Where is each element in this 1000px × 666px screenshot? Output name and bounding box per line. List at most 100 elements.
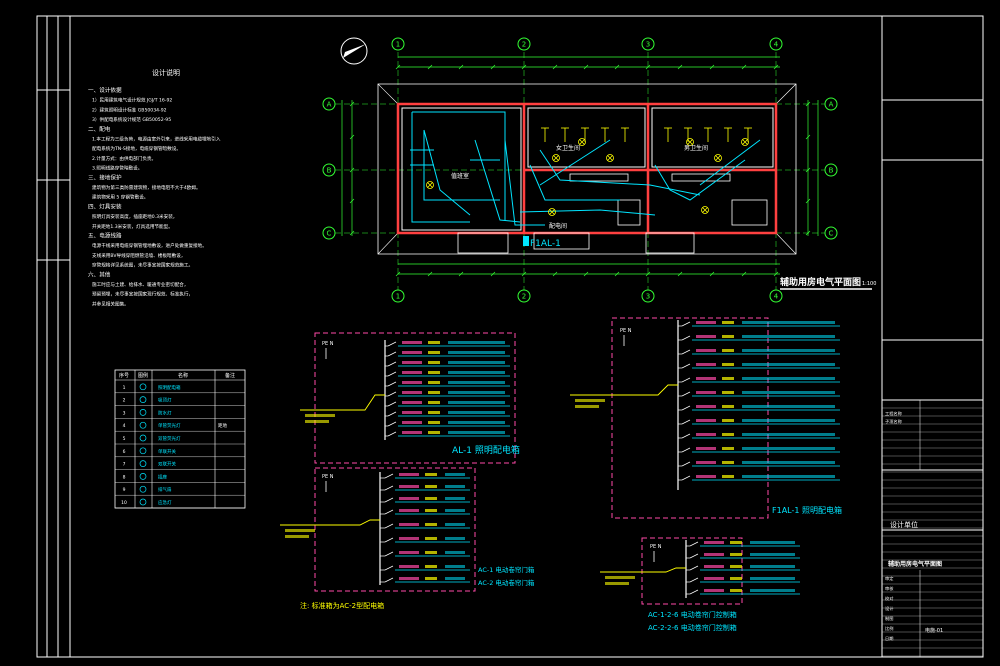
- axis-label: 3: [646, 293, 650, 301]
- title-block-drawing-no: 电施-01: [925, 627, 943, 634]
- svg-text:PE N: PE N: [620, 328, 632, 334]
- legend-row-name: 单管荧光灯: [158, 422, 181, 429]
- legend-row-index: 3: [123, 410, 126, 416]
- ceiling-light-icon: [701, 206, 709, 214]
- ac1-label: AC-1 电动卷帘门箱: [478, 565, 535, 574]
- design-note-line: 二、配电: [88, 125, 111, 133]
- plan-title: 辅助用房电气平面图: [780, 276, 861, 288]
- ac2-label: AC-2 电动卷帘门箱: [478, 578, 535, 587]
- legend-row-index: 7: [123, 462, 126, 468]
- ac-panel-schematic: PE N AC-1 电动卷帘门箱 AC-2 电动卷帘门箱 注: 标准箱为AC-2…: [280, 467, 535, 610]
- title-block-label: 校对: [885, 595, 893, 602]
- room-label: 男卫生间: [684, 144, 708, 152]
- legend-row-index: 6: [123, 449, 126, 455]
- axis-bubble: [769, 289, 783, 303]
- axis-bubble: [824, 226, 838, 240]
- al1-label: AL-1 照明配电箱: [452, 444, 520, 456]
- design-note-line: 并参见相关图集。: [92, 300, 129, 307]
- axis-label: 4: [774, 41, 779, 49]
- svg-text:PE N: PE N: [650, 544, 662, 550]
- design-note-line: 五、电源线路: [88, 232, 122, 240]
- al1-panel-schematic: PE N AL-1 照明配电箱: [300, 332, 520, 464]
- legend-row-index: 5: [123, 436, 126, 442]
- axis-label: A: [829, 101, 834, 109]
- axis-label: 3: [646, 41, 650, 49]
- legend-row-index: 1: [123, 385, 126, 391]
- design-note-line: 六、其他: [88, 270, 111, 278]
- legend-row-name: 单联开关: [158, 448, 176, 455]
- design-note-line: 一、设计依据: [88, 86, 122, 94]
- design-note-line: 开关距地1.3米安装，灯具选用节能型。: [92, 223, 173, 230]
- axis-label: 2: [522, 41, 526, 49]
- axis-label: C: [327, 230, 332, 238]
- design-note-line: 1.本工程为三级负荷，电源由室外引来，进线采用电缆埋地引入: [92, 136, 221, 143]
- title-block-label: 制图: [885, 615, 893, 622]
- axis-bubble: [769, 37, 783, 51]
- axis-label: 4: [774, 293, 779, 301]
- legend-row-name: 照明配电箱: [158, 384, 181, 391]
- design-note-line: 照明灯具安装高度，插座距地0.3米安装，: [92, 213, 177, 220]
- design-note-line: 3）供配电系统设计规范 GB50052-95: [92, 116, 171, 123]
- axis-label: 1: [396, 41, 400, 49]
- axis-bubble: [641, 289, 655, 303]
- title-block-company: 设计单位: [890, 520, 918, 529]
- north-arrow-icon: [340, 37, 368, 65]
- axis-label: 1: [396, 293, 400, 301]
- design-note-line: 配电系统为TN-S接地，电缆穿钢管暗敷设。: [92, 145, 181, 152]
- ac-control-box-schematic: PE N AC-1-2-6 电动卷帘门控制箱 AC-2-2-6 电动卷帘门控制箱: [600, 537, 800, 632]
- legend-symbol-icon: [139, 460, 147, 467]
- ceiling-light-icon: [714, 154, 722, 162]
- ceiling-light-icon: [578, 138, 586, 146]
- title-block-label: 审核: [885, 585, 894, 592]
- axis-bubble: [517, 37, 531, 51]
- svg-text:PE N: PE N: [322, 341, 334, 347]
- axis-bubble: [824, 163, 838, 177]
- axis-label: C: [829, 230, 834, 238]
- design-note-line: 穿管规格详见系统图，未尽事宜按国家规范施工。: [92, 262, 193, 269]
- legend-row-name: 排气扇: [158, 486, 172, 493]
- ceiling-light-icon: [686, 138, 694, 146]
- legend-row-name: 应急灯: [158, 499, 172, 506]
- legend-row-name: 双管荧光灯: [158, 435, 181, 442]
- legend-row-name: 双联开关: [158, 461, 176, 468]
- legend-row-index: 2: [123, 398, 126, 404]
- axis-label: 2: [522, 293, 526, 301]
- legend-header: 序号: [119, 372, 129, 379]
- axis-bubble: [824, 97, 838, 111]
- legend-header: 名称: [178, 372, 188, 379]
- ceiling-light-icon: [426, 181, 434, 189]
- design-note-line: 2.计量方式：由供电部门负责。: [92, 155, 156, 162]
- ceiling-light-icon: [548, 208, 556, 216]
- room-label: 值班室: [451, 172, 469, 180]
- legend-symbol-icon: [139, 485, 147, 493]
- title-block-label: 日期: [885, 636, 893, 642]
- f1al1-panel-schematic: PE N F1AL-1 照明配电箱: [570, 317, 842, 519]
- ceiling-light-icon: [606, 154, 614, 162]
- axis-label: B: [829, 167, 834, 175]
- legend-row-name: 吸顶灯: [158, 397, 172, 404]
- axis-label: B: [327, 167, 332, 175]
- title-block-label: 设计: [885, 605, 893, 612]
- axis-bubble: [517, 289, 531, 303]
- design-note-line: 支线采用BV导线穿阻燃管沿墙、楼板暗敷设，: [92, 252, 185, 259]
- axis-bubble: [322, 226, 336, 240]
- ac-note: 注: 标准箱为AC-2型配电箱: [300, 601, 384, 610]
- legend-row-index: 9: [123, 487, 126, 493]
- room-label: 配电间: [549, 222, 567, 230]
- ceiling-light-icon: [741, 138, 749, 146]
- legend-header: 备注: [225, 372, 235, 379]
- axis-bubble: [391, 289, 405, 303]
- legend-symbol-icon: [139, 498, 147, 506]
- ac226-label: AC-2-2-6 电动卷帘门控制箱: [648, 623, 737, 632]
- legend-row-note: 距地: [218, 422, 227, 429]
- f1al1-label: F1AL-1 照明配电箱: [772, 505, 842, 515]
- axis-bubble: [322, 97, 336, 111]
- legend-symbol-icon: [139, 473, 147, 480]
- title-block-label: 审定: [885, 575, 893, 582]
- design-note-line: 预留预埋，未尽事宜按国家现行规范、标准执行，: [92, 291, 193, 298]
- design-note-line: 建筑物采用 5 穿钢管敷设。: [92, 194, 148, 201]
